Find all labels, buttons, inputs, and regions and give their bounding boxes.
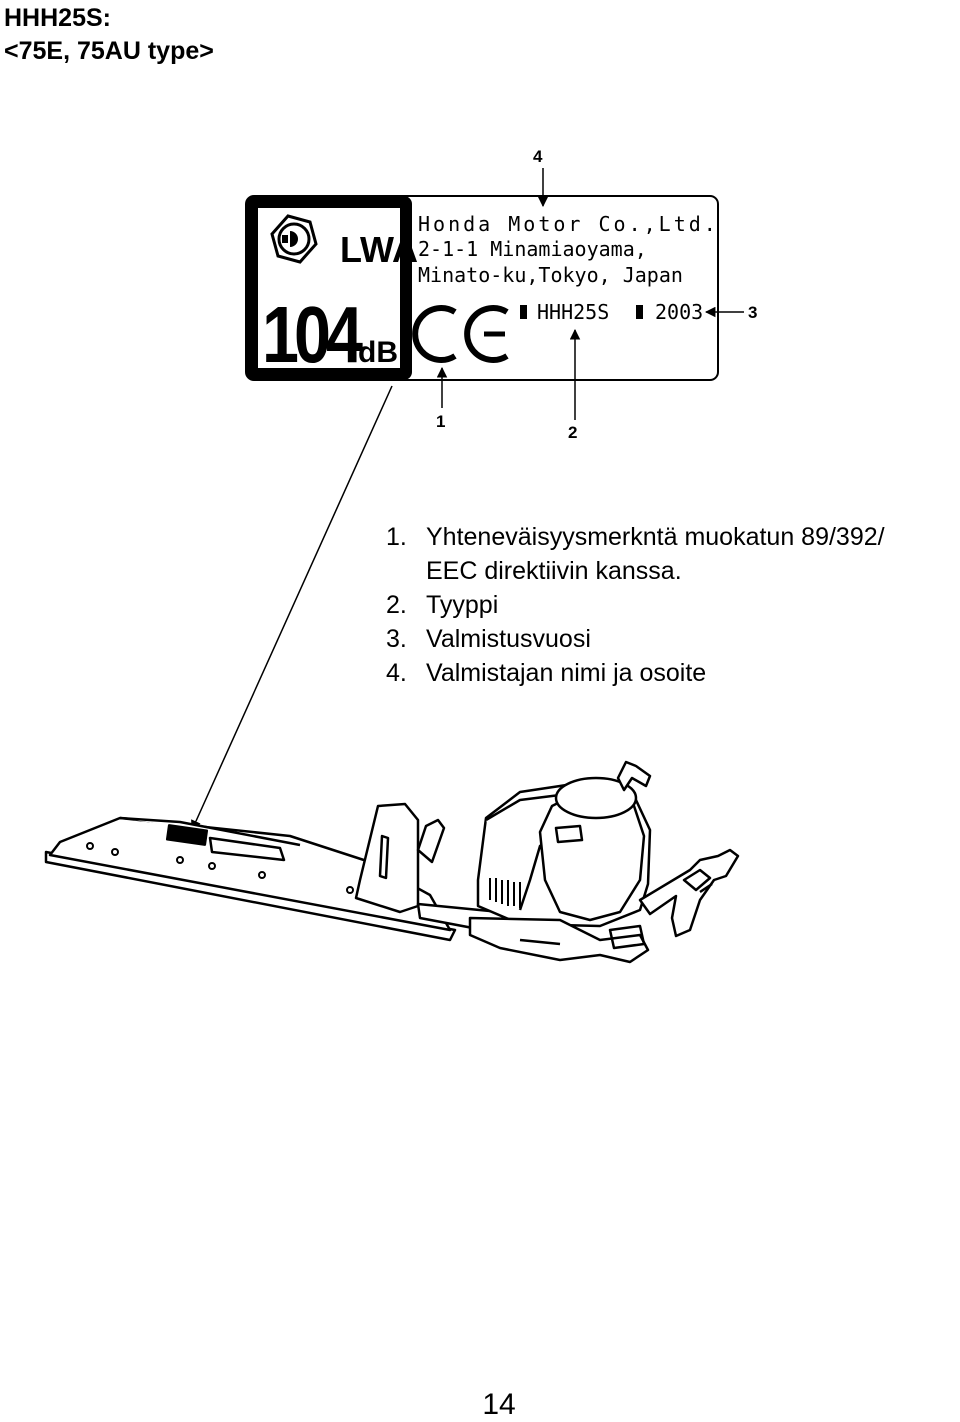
product-label: LWA 104 dB Honda Motor Co.,Ltd. 2-1-1 Mi… <box>245 195 719 381</box>
noise-unit: dB <box>358 336 398 369</box>
legend-item-4: 4. Valmistajan nimi ja osoite <box>386 656 885 690</box>
legend-list: 1. Yhteneväisyysmerkntä muokatun 89/392/… <box>386 520 885 690</box>
label-location-pointer <box>191 385 393 831</box>
model-text: HHH25S <box>537 300 609 324</box>
ce-mark-icon <box>412 305 509 363</box>
legend-item-1-continuation: EEC direktiivin kanssa. <box>426 557 682 585</box>
legend-text: Tyyppi <box>426 591 499 619</box>
manufacturer-address-line2: Minato-ku,Tokyo, Japan <box>418 263 683 287</box>
legend-text: Yhteneväisyysmerkntä muokatun 89/392/ <box>426 523 885 551</box>
heading-model: HHH25S: <box>4 4 111 32</box>
manufacturer-name: Honda Motor Co.,Ltd. <box>418 212 719 236</box>
page-number: 14 <box>482 1388 516 1421</box>
model-marker <box>520 305 527 319</box>
callout-3: 3 <box>748 303 757 322</box>
legend-item-2: 2. Tyyppi <box>386 588 885 622</box>
heading-type: <75E, 75AU type> <box>4 37 214 65</box>
label-location-marker <box>165 824 209 846</box>
callout-1: 1 <box>436 412 445 431</box>
hearing-protection-icon <box>270 214 318 264</box>
legend-item-1: 1. Yhteneväisyysmerkntä muokatun 89/392/ <box>386 520 885 554</box>
callout-2: 2 <box>568 423 577 442</box>
page-heading: HHH25S: <75E, 75AU type> <box>4 2 214 68</box>
noise-symbol: LWA <box>340 229 418 270</box>
year-marker <box>636 305 643 319</box>
noise-value: 104 <box>262 290 363 379</box>
legend-number: 1. <box>386 523 407 551</box>
legend-number: 2. <box>386 591 407 619</box>
legend-number: 4. <box>386 659 407 687</box>
hedge-trimmer-illustration <box>44 760 740 964</box>
legend-text: Valmistajan nimi ja osoite <box>426 659 707 687</box>
legend-text: Valmistusvuosi <box>426 625 591 653</box>
callout-4: 4 <box>533 147 543 166</box>
legend-number: 3. <box>386 625 407 653</box>
year-text: 2003 <box>655 300 703 324</box>
manufacturer-address-line1: 2-1-1 Minamiaoyama, <box>418 237 647 261</box>
legend-item-3: 3. Valmistusvuosi <box>386 622 885 656</box>
